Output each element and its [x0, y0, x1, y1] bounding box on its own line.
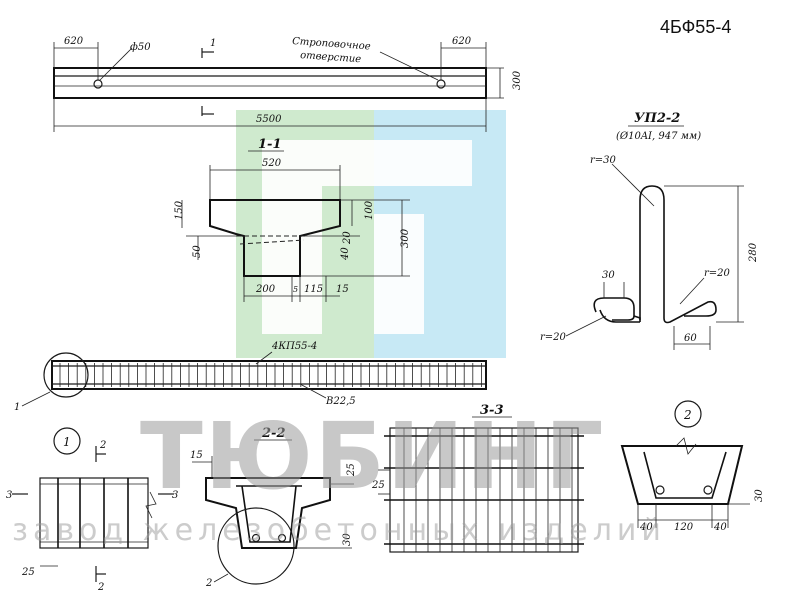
detail-1-mark-circle — [53, 427, 81, 455]
dim-right-20: 20 — [342, 231, 353, 245]
dim-right-40: 40 — [340, 247, 351, 261]
dim-620-left: 620 — [64, 36, 84, 47]
cage-callout-circle — [43, 352, 89, 398]
dim-620-right: 620 — [452, 36, 472, 47]
cage-callout-mark: 1 — [14, 402, 20, 413]
section-3-3-dim-25: 25 — [371, 480, 385, 491]
sheet-code: 4БФ55-4 — [660, 17, 731, 37]
dim-left-150: 150 — [174, 200, 185, 220]
bar-up2-2: УП2-2 (Ø10AI, 947 мм) r=30 30 r=20 r=20 … — [540, 111, 759, 350]
dim-bottom-5: 5 — [293, 285, 298, 294]
bar-r-left: r=20 — [540, 332, 567, 343]
detail-1-dim-25: 25 — [21, 567, 35, 578]
lifting-hole-right — [436, 79, 446, 89]
bar-up2-2-subtitle: (Ø10AI, 947 мм) — [616, 131, 701, 142]
dim-left-50: 50 — [192, 245, 203, 258]
watermark-white-cut-3 — [374, 214, 424, 334]
bar-r-mid: r=20 — [704, 268, 731, 279]
lifting-hole-left — [93, 79, 103, 89]
beam-elevation: 620 620 ф50 Строповочное отверстие 1 300… — [53, 36, 523, 132]
section-2-2-dim-30: 30 — [342, 533, 353, 546]
bar-dim-280: 280 — [748, 242, 759, 263]
detail-1-cut-a: 2 — [99, 440, 106, 451]
hole-note-1: Строповочное — [292, 36, 371, 52]
cage-label-bottom: В22,5 — [325, 396, 356, 407]
dim-top-width: 520 — [262, 158, 282, 169]
detail-1-mark: 1 — [63, 435, 71, 449]
dim-length-5500: 5500 — [256, 114, 282, 125]
detail-2-mark: 2 — [683, 408, 692, 422]
watermark-subtitle: завод железобетонных изделий — [12, 513, 666, 548]
dim-height-300: 300 — [512, 70, 523, 90]
section-2-2-dim-15: 15 — [190, 450, 203, 461]
section-3-3: 3-3 25 — [371, 403, 584, 553]
section-2-2: 2-2 15 25 30 2 — [190, 426, 357, 589]
detail-1-side-r: 3 — [172, 490, 178, 501]
cage-label-top: 4КП55-4 — [271, 341, 317, 352]
detail-1: 1 2 2 3 3 25 — [6, 427, 178, 593]
dim-right-100: 100 — [364, 200, 375, 220]
section-1-1-title: 1-1 — [258, 137, 282, 152]
section-2-2-dim-25: 25 — [346, 463, 357, 477]
detail-2: 2 40 120 40 30 — [620, 400, 765, 533]
section-1-1: 1-1 520 150 50 300 100 20 40 200 5 — [174, 137, 411, 302]
section-mark-1-top: 1 — [210, 38, 216, 49]
detail-2-dim-120: 120 — [674, 522, 694, 533]
bar-dim-60: 60 — [684, 333, 697, 344]
bar-up2-2-shape — [593, 185, 717, 324]
watermark-logo — [236, 110, 506, 358]
reinforcement-cage: 4КП55-4 В22,5 1 — [14, 341, 487, 413]
detail-2-dim-30: 30 — [754, 489, 765, 502]
bar-dim-30: 30 — [602, 270, 615, 281]
watermark-brand: ТЮБИНГ — [140, 403, 606, 510]
watermark-white-cut — [262, 140, 322, 334]
dim-bottom-15: 15 — [336, 284, 349, 295]
detail-2-dim-40-left: 40 — [639, 522, 653, 533]
watermark-white-cut-2 — [322, 140, 472, 186]
section-2-2-title: 2-2 — [261, 426, 286, 441]
dim-right-300: 300 — [400, 228, 411, 248]
section-2-2-callout-circle — [217, 507, 295, 585]
dim-bottom-200: 200 — [255, 284, 276, 295]
section-2-2-callout: 2 — [205, 578, 212, 589]
hole-note-2: отверстие — [300, 50, 362, 65]
bar-r-top: r=30 — [590, 155, 617, 166]
detail-2-dim-40-right: 40 — [713, 522, 727, 533]
detail-2-mark-circle — [674, 400, 702, 428]
dim-bottom-115: 115 — [304, 284, 323, 295]
detail-1-side-l: 3 — [6, 490, 12, 501]
section-3-3-title: 3-3 — [480, 403, 504, 418]
bar-up2-2-title: УП2-2 — [634, 111, 680, 126]
hole-diameter: ф50 — [130, 42, 151, 53]
detail-1-cut-b: 2 — [97, 582, 104, 593]
